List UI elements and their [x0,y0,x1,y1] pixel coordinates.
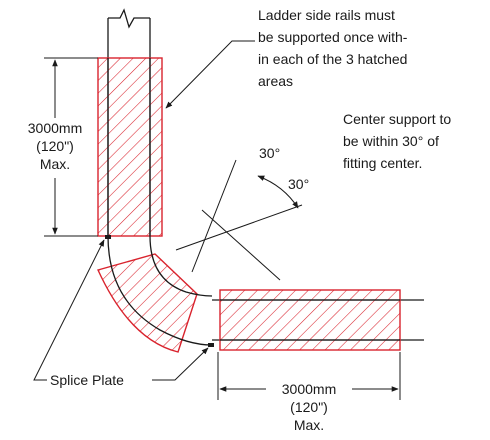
vertical-ladder-section [97,8,163,237]
hatched-area-vertical [97,57,163,237]
vertical-dimension [44,57,98,237]
horizontal-dimension-value: 3000mm [282,381,336,397]
horizontal-dimension-max: Max. [294,417,324,433]
splice-plate-label: Splice Plate [50,372,124,388]
horizontal-dimension [217,352,401,400]
curved-fitting [107,235,213,346]
vertical-dimension-max: Max. [40,156,70,172]
hatched-area-horizontal [219,289,401,351]
angle-label-upper: 30° [259,145,280,161]
horizontal-ladder-section [212,289,424,351]
center-note-line-2: be within 30° of [343,133,439,149]
center-note-line-3: fitting center. [343,155,422,171]
rails-note-line-2: be supported once with- [258,29,408,45]
rails-note: Ladder side rails must be supported once… [258,7,411,89]
rails-note-leader [165,40,255,109]
rails-note-line-1: Ladder side rails must [258,7,395,23]
vertical-dimension-value: 3000mm [28,120,82,136]
rails-note-line-3: in each of the 3 hatched [258,51,407,67]
hatched-area-fitting [97,253,198,353]
break-line [108,8,150,29]
splice-plate-upper [105,235,111,239]
horizontal-dimension-inches: (120") [290,399,328,415]
splice-leader-lower [152,347,209,381]
center-note-line-1: Center support to [343,111,451,127]
rails-note-line-4: areas [258,73,293,89]
angle-construction [175,159,303,281]
splice-leader-upper [33,239,105,381]
vertical-dimension-inches: (120") [36,138,74,154]
center-note: Center support to be within 30° of fitti… [343,111,455,171]
angle-label-lower: 30° [288,176,309,192]
splice-plate-lower [208,343,214,347]
